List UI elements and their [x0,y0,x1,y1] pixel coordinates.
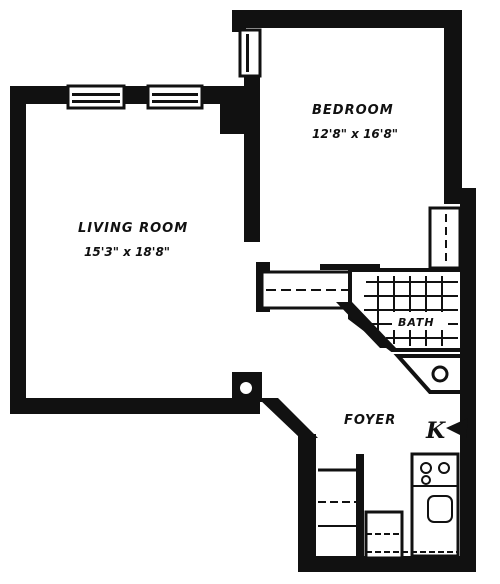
living-room-windows [66,84,204,110]
living-room-label: LIVING ROOM [78,221,188,236]
kitchen-marker: K [425,418,468,444]
bedroom-label: BEDROOM [312,103,394,118]
foyer-label: FOYER [344,413,396,428]
foyer-walls [258,388,476,572]
corner-fixture [232,372,262,402]
bedroom-dimensions: 12'8" x 16'8" [312,127,398,141]
bath [336,268,464,394]
bedroom-window [238,28,262,78]
kitchen [318,452,460,560]
bath-label: BATH [398,316,435,329]
living-room-dimensions: 15'3" x 18'8" [84,245,170,259]
kitchen-arrow-icon [446,418,468,438]
bedroom-walls [232,10,476,388]
kitchen-marker-letter: K [425,418,446,444]
living-room-walls [10,50,260,414]
